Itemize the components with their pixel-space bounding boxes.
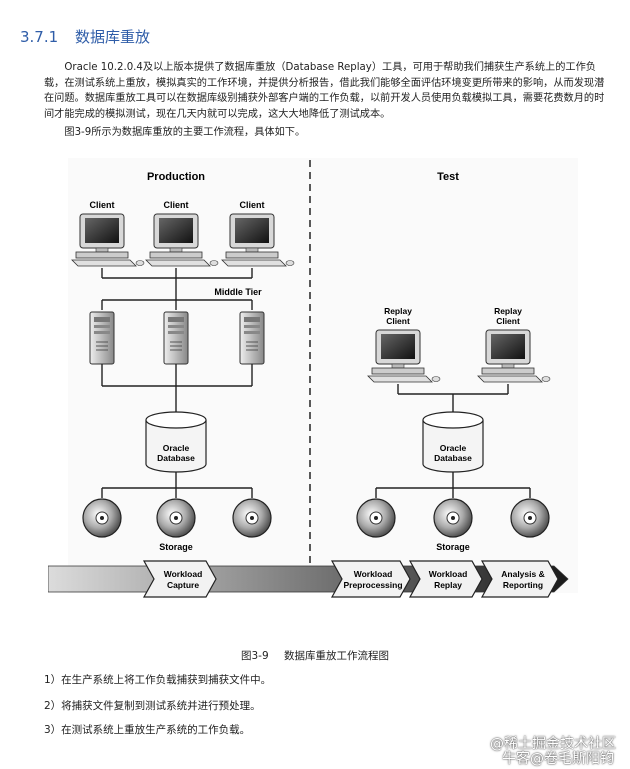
middle-tier-label: Middle Tier	[214, 287, 262, 297]
step-item: 1）在生产系统上将工作负载捕获到捕获文件中。	[44, 674, 272, 686]
test-label: Test	[437, 171, 459, 183]
watermark: 牛客@卷毛斯阳钧	[502, 751, 614, 767]
workflow-step-line2: Reporting	[503, 580, 543, 590]
oracle-database-icon	[145, 411, 207, 473]
workflow-step-replay	[408, 560, 483, 598]
workflow-step-line2: Preprocessing	[343, 580, 402, 590]
replay-client-label-line1: Replay	[494, 306, 522, 316]
storage-disc-icon	[510, 498, 550, 538]
figure-caption: 图3-9 数据库重放工作流程图	[0, 648, 630, 663]
figure-number: 图3-9	[241, 650, 269, 662]
figure-caption-text: 数据库重放工作流程图	[284, 650, 389, 662]
workflow-step-analysis	[480, 560, 559, 598]
storage-disc-icon	[156, 498, 196, 538]
replay-client-label-line2: Client	[496, 316, 520, 326]
replay-client-label-line1: Replay	[384, 306, 412, 316]
production-label: Production	[147, 171, 205, 183]
storage-disc-icon	[433, 498, 473, 538]
workflow-step-line1: Analysis &	[501, 569, 544, 579]
workflow-step-preprocessing	[330, 560, 411, 598]
workflow-step-line1: Workload	[429, 569, 468, 579]
client-label: Client	[163, 200, 188, 210]
workflow-step-line2: Capture	[167, 580, 199, 590]
client-label: Client	[89, 200, 114, 210]
server-tower-icon	[89, 311, 115, 365]
replay-client-label-line2: Client	[386, 316, 410, 326]
oracle-database-icon	[422, 411, 484, 473]
client-label: Client	[239, 200, 264, 210]
server-tower-icon	[163, 311, 189, 365]
database-label-line1: Oracle	[163, 443, 190, 453]
storage-label: Storage	[159, 542, 193, 552]
section-heading: 3.7.1 数据库重放	[20, 26, 150, 47]
workflow-step-line1: Workload	[354, 569, 393, 579]
storage-disc-icon	[356, 498, 396, 538]
section-title: 数据库重放	[74, 28, 150, 46]
section-number: 3.7.1	[20, 28, 59, 46]
database-label-line2: Database	[157, 453, 195, 463]
watermark: @稀土掘金技术社区	[490, 736, 616, 752]
intro-paragraph: Oracle 10.2.0.4及以上版本提供了数据库重放（Database Re…	[44, 62, 605, 120]
step-item: 2）将捕获文件复制到测试系统并进行预处理。	[44, 700, 261, 712]
workflow-step-line2: Replay	[434, 580, 462, 590]
storage-disc-icon	[82, 498, 122, 538]
storage-label: Storage	[436, 542, 470, 552]
step-item: 3）在测试系统上重放生产系统的工作负载。	[44, 724, 251, 736]
workflow-step-capture	[142, 560, 217, 598]
figure-intro-paragraph: 图3-9所示为数据库重放的主要工作流程，具体如下。	[64, 127, 306, 138]
database-label-line1: Oracle	[440, 443, 467, 453]
server-tower-icon	[239, 311, 265, 365]
workflow-step-line1: Workload	[164, 569, 203, 579]
storage-disc-icon	[232, 498, 272, 538]
database-label-line2: Database	[434, 453, 472, 463]
database-replay-diagram: Production Test Client Client Client Mid…	[48, 158, 578, 598]
